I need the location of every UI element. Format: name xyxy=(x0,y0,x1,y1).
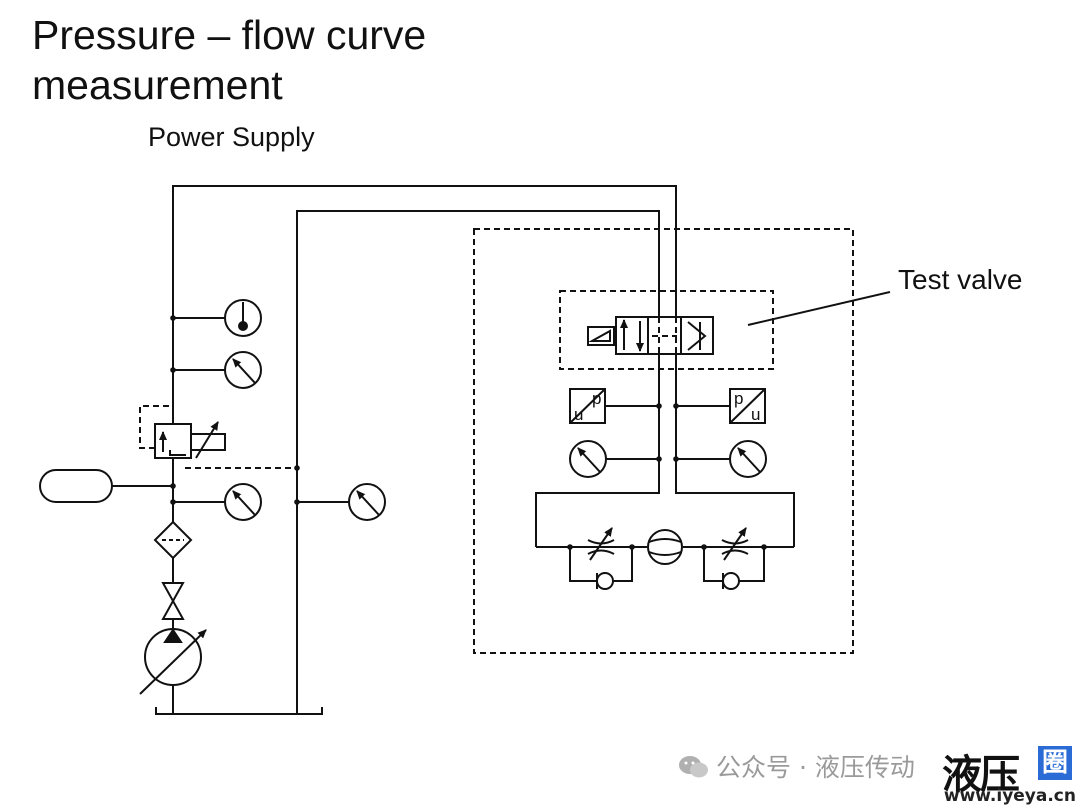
pressure-transducer-right xyxy=(676,388,766,424)
title-line-2: measurement xyxy=(32,62,283,108)
transducer-right-top: p xyxy=(734,389,743,408)
power-supply-label: Power Supply xyxy=(148,122,315,152)
throttle-valve-left xyxy=(587,527,615,561)
logo-text: 液压 xyxy=(942,752,1020,798)
transducer-right-bottom: u xyxy=(751,405,760,424)
variable-pump-symbol xyxy=(139,628,207,695)
throttle-valve-right xyxy=(721,527,749,561)
pressure-gauge-symbol xyxy=(173,483,262,521)
test-valve-boundary xyxy=(559,290,774,370)
test-valve-leader-line xyxy=(747,291,891,326)
pressure-gauge-symbol xyxy=(173,351,262,389)
thermometer-symbol xyxy=(173,299,262,337)
test-rig-boundary xyxy=(473,228,854,654)
check-valve-right xyxy=(703,547,765,590)
check-valve-left xyxy=(569,547,633,590)
directional-valve-symbol xyxy=(587,316,714,355)
shutoff-valve-symbol xyxy=(161,582,185,620)
pressure-transducer-left xyxy=(569,388,659,424)
filter-symbol xyxy=(153,520,193,560)
accumulator-symbol xyxy=(39,469,173,503)
pressure-line xyxy=(172,185,677,598)
logo-box: 圈 xyxy=(1038,746,1072,780)
pressure-gauge-a xyxy=(569,440,659,478)
site-logo: 液压 圈 www.iyeya.cn xyxy=(938,742,1076,808)
return-line xyxy=(296,210,660,713)
transducer-left-top: p xyxy=(592,389,601,408)
tank xyxy=(155,707,323,715)
transducer-left-bottom: u xyxy=(574,405,583,424)
logo-url: www.iyeya.cn xyxy=(943,786,1076,806)
watermark: 公众号 · 液压传动 xyxy=(678,748,915,784)
page-title: Pressure – flow curve measurement xyxy=(32,10,426,110)
flow-meter-symbol xyxy=(647,529,683,565)
watermark-text: 公众号 · 液压传动 xyxy=(716,753,915,782)
pressure-gauge-b xyxy=(676,440,767,478)
pressure-gauge-symbol xyxy=(297,483,386,521)
title-line-1: Pressure – flow curve xyxy=(32,12,427,58)
wechat-icon xyxy=(679,756,708,778)
test-valve-label: Test valve xyxy=(898,264,1023,295)
relief-valve-symbol xyxy=(139,405,297,469)
